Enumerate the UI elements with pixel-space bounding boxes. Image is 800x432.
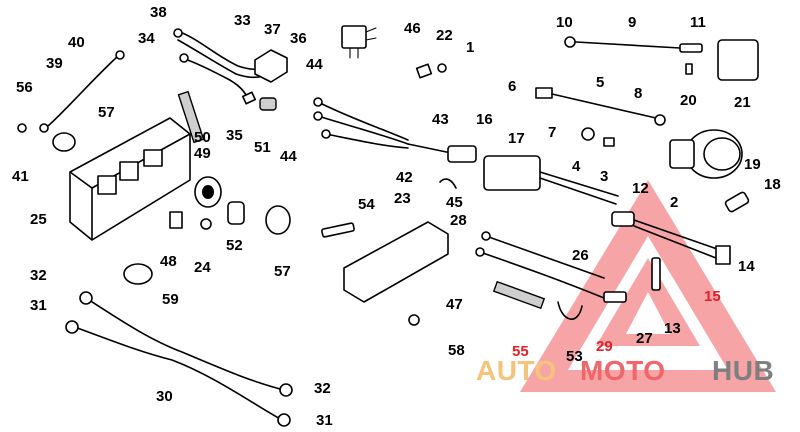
callout-labels: 38 33 37 36 34 40 39 56 57 41 50 49 35 5… xyxy=(12,4,781,429)
callout-45: 45 xyxy=(446,194,463,211)
watermark-word-hub: HUB xyxy=(712,355,774,386)
callout-57-a: 57 xyxy=(98,104,115,121)
watermark-triangle-logo xyxy=(520,180,776,392)
grommet-57a xyxy=(52,132,76,152)
callout-31-b: 31 xyxy=(316,412,333,429)
callout-20: 20 xyxy=(680,92,697,109)
callout-42: 42 xyxy=(396,169,413,186)
callout-37: 37 xyxy=(264,21,281,38)
callout-8: 8 xyxy=(634,85,642,102)
gauge-2 xyxy=(669,129,743,179)
callout-17: 17 xyxy=(508,130,525,147)
callout-11: 11 xyxy=(690,14,706,31)
callout-6: 6 xyxy=(508,78,516,95)
electrical-box xyxy=(69,117,191,241)
callout-41: 41 xyxy=(12,168,29,185)
callout-49: 49 xyxy=(194,145,211,162)
callout-33: 33 xyxy=(234,12,251,29)
rod-50 xyxy=(177,90,205,144)
cable-9 xyxy=(564,36,759,81)
callout-48: 48 xyxy=(160,253,177,270)
callout-40: 40 xyxy=(68,34,85,51)
relay-part xyxy=(341,25,377,59)
callout-22: 22 xyxy=(436,27,453,44)
callout-55: 55 xyxy=(512,343,529,360)
callout-9: 9 xyxy=(628,14,636,31)
callout-30: 30 xyxy=(156,388,173,405)
small-parts-top-center xyxy=(415,63,457,189)
small-parts-3-4 xyxy=(581,127,615,147)
pin-20 xyxy=(685,63,693,75)
callout-59: 59 xyxy=(162,291,179,308)
disc-57b xyxy=(265,205,291,235)
callout-56: 56 xyxy=(16,79,33,96)
callout-25: 25 xyxy=(30,211,47,228)
callout-16: 16 xyxy=(476,111,493,128)
connector-51 xyxy=(259,97,277,111)
callout-26: 26 xyxy=(572,247,589,264)
callout-1: 1 xyxy=(466,39,474,56)
callout-32-b: 32 xyxy=(314,380,331,397)
upper-harness-group xyxy=(173,28,288,111)
watermark-word-auto: AUTO xyxy=(476,355,557,386)
callout-7: 7 xyxy=(548,124,556,141)
callout-47: 47 xyxy=(446,296,463,313)
lower-harness xyxy=(65,291,293,427)
callout-14: 14 xyxy=(738,258,755,275)
watermark-text: AUTO MOTO HUB xyxy=(476,355,774,386)
callout-31-a: 31 xyxy=(30,297,47,314)
callout-27: 27 xyxy=(636,330,653,347)
callout-36: 36 xyxy=(290,30,307,47)
callout-43: 43 xyxy=(432,111,449,128)
watermark-word-moto: MOTO xyxy=(580,355,665,386)
callout-57-b: 57 xyxy=(274,263,291,280)
callout-19: 19 xyxy=(744,156,761,173)
callout-13: 13 xyxy=(664,320,681,337)
callout-34: 34 xyxy=(138,30,155,47)
callout-18: 18 xyxy=(764,176,781,193)
sleeve-52 xyxy=(227,201,245,225)
callout-21: 21 xyxy=(734,94,751,111)
callout-54: 54 xyxy=(358,196,375,213)
callout-51: 51 xyxy=(254,139,271,156)
callout-52: 52 xyxy=(226,237,243,254)
callout-10: 10 xyxy=(556,14,573,31)
callout-44-b: 44 xyxy=(280,148,297,165)
lower-right-wires xyxy=(475,231,661,320)
callout-32-a: 32 xyxy=(30,267,47,284)
cable-5 xyxy=(535,87,666,126)
module-47 xyxy=(321,221,449,326)
callout-53: 53 xyxy=(566,348,583,365)
connector-21 xyxy=(717,39,759,81)
screw-24 xyxy=(200,218,212,230)
coil-part xyxy=(483,155,619,205)
callout-12: 12 xyxy=(632,180,649,197)
callout-5: 5 xyxy=(596,74,604,91)
washer-56 xyxy=(17,123,27,133)
callout-58: 58 xyxy=(448,342,465,359)
callout-44-a: 44 xyxy=(306,56,323,73)
callout-4: 4 xyxy=(572,158,581,175)
clamp-59 xyxy=(123,263,153,285)
callout-29: 29 xyxy=(596,338,613,355)
callout-39: 39 xyxy=(46,55,63,72)
callout-35: 35 xyxy=(226,127,243,144)
callout-3: 3 xyxy=(600,168,608,185)
ground-strap-group xyxy=(17,50,125,152)
callout-23: 23 xyxy=(394,190,411,207)
clip-48 xyxy=(169,211,183,229)
callout-28: 28 xyxy=(450,212,467,229)
callout-50: 50 xyxy=(194,129,211,146)
callout-24: 24 xyxy=(194,259,211,276)
connector-12-14 xyxy=(611,191,750,265)
center-left-parts xyxy=(123,90,291,285)
callout-15: 15 xyxy=(704,288,721,305)
harness-44-42 xyxy=(313,97,477,163)
callout-2: 2 xyxy=(670,194,678,211)
callout-38: 38 xyxy=(150,4,167,21)
callout-46: 46 xyxy=(404,20,421,37)
